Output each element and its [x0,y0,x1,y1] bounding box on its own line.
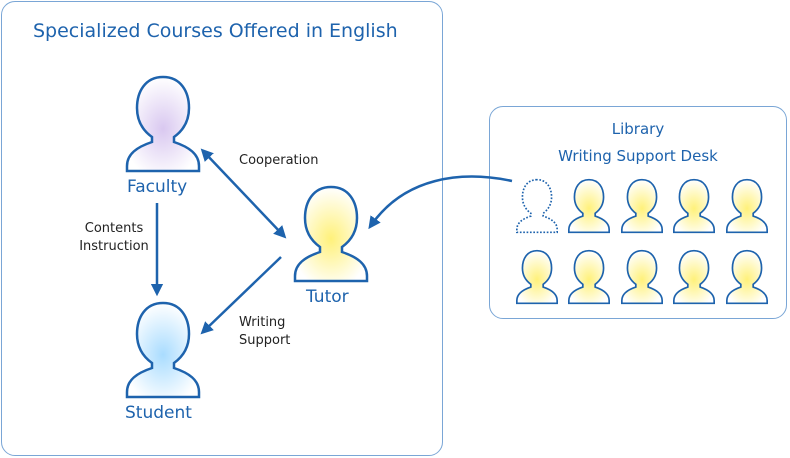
library-tutor-icon [567,249,611,305]
writing-line: Writing [239,315,286,330]
library-tutor-icon [725,249,769,305]
library-tutor-arrow [368,175,513,230]
instruction-line: Instruction [79,239,149,254]
tutor-label: Tutor [306,287,349,307]
contents-instruction-label: Contents Instruction [74,220,154,256]
cooperation-label: Cooperation [239,153,319,168]
library-tutor-icon [620,249,664,305]
library-tutor-icon [567,178,611,234]
student-label: Student [125,403,192,423]
dashed-person-icon [515,178,559,234]
student-person-icon [125,301,201,399]
library-tutor-icon [515,249,559,305]
contents-line: Contents [84,221,144,236]
faculty-person-icon [125,75,201,173]
tutor-student-arrow [200,256,282,335]
writing-support-label: Writing Support [239,314,290,350]
courses-title: Specialized Courses Offered in English [33,20,398,42]
library-tutor-icon [672,178,716,234]
support-line: Support [239,333,291,348]
library-tutor-icon [725,178,769,234]
faculty-label: Faculty [127,177,188,197]
tutor-person-icon [293,185,369,283]
library-title: Library [611,120,665,138]
library-tutor-icon [672,249,716,305]
faculty-tutor-arrow [200,148,287,239]
library-tutor-icon [620,178,664,234]
library-subtitle: Writing Support Desk [558,147,718,165]
